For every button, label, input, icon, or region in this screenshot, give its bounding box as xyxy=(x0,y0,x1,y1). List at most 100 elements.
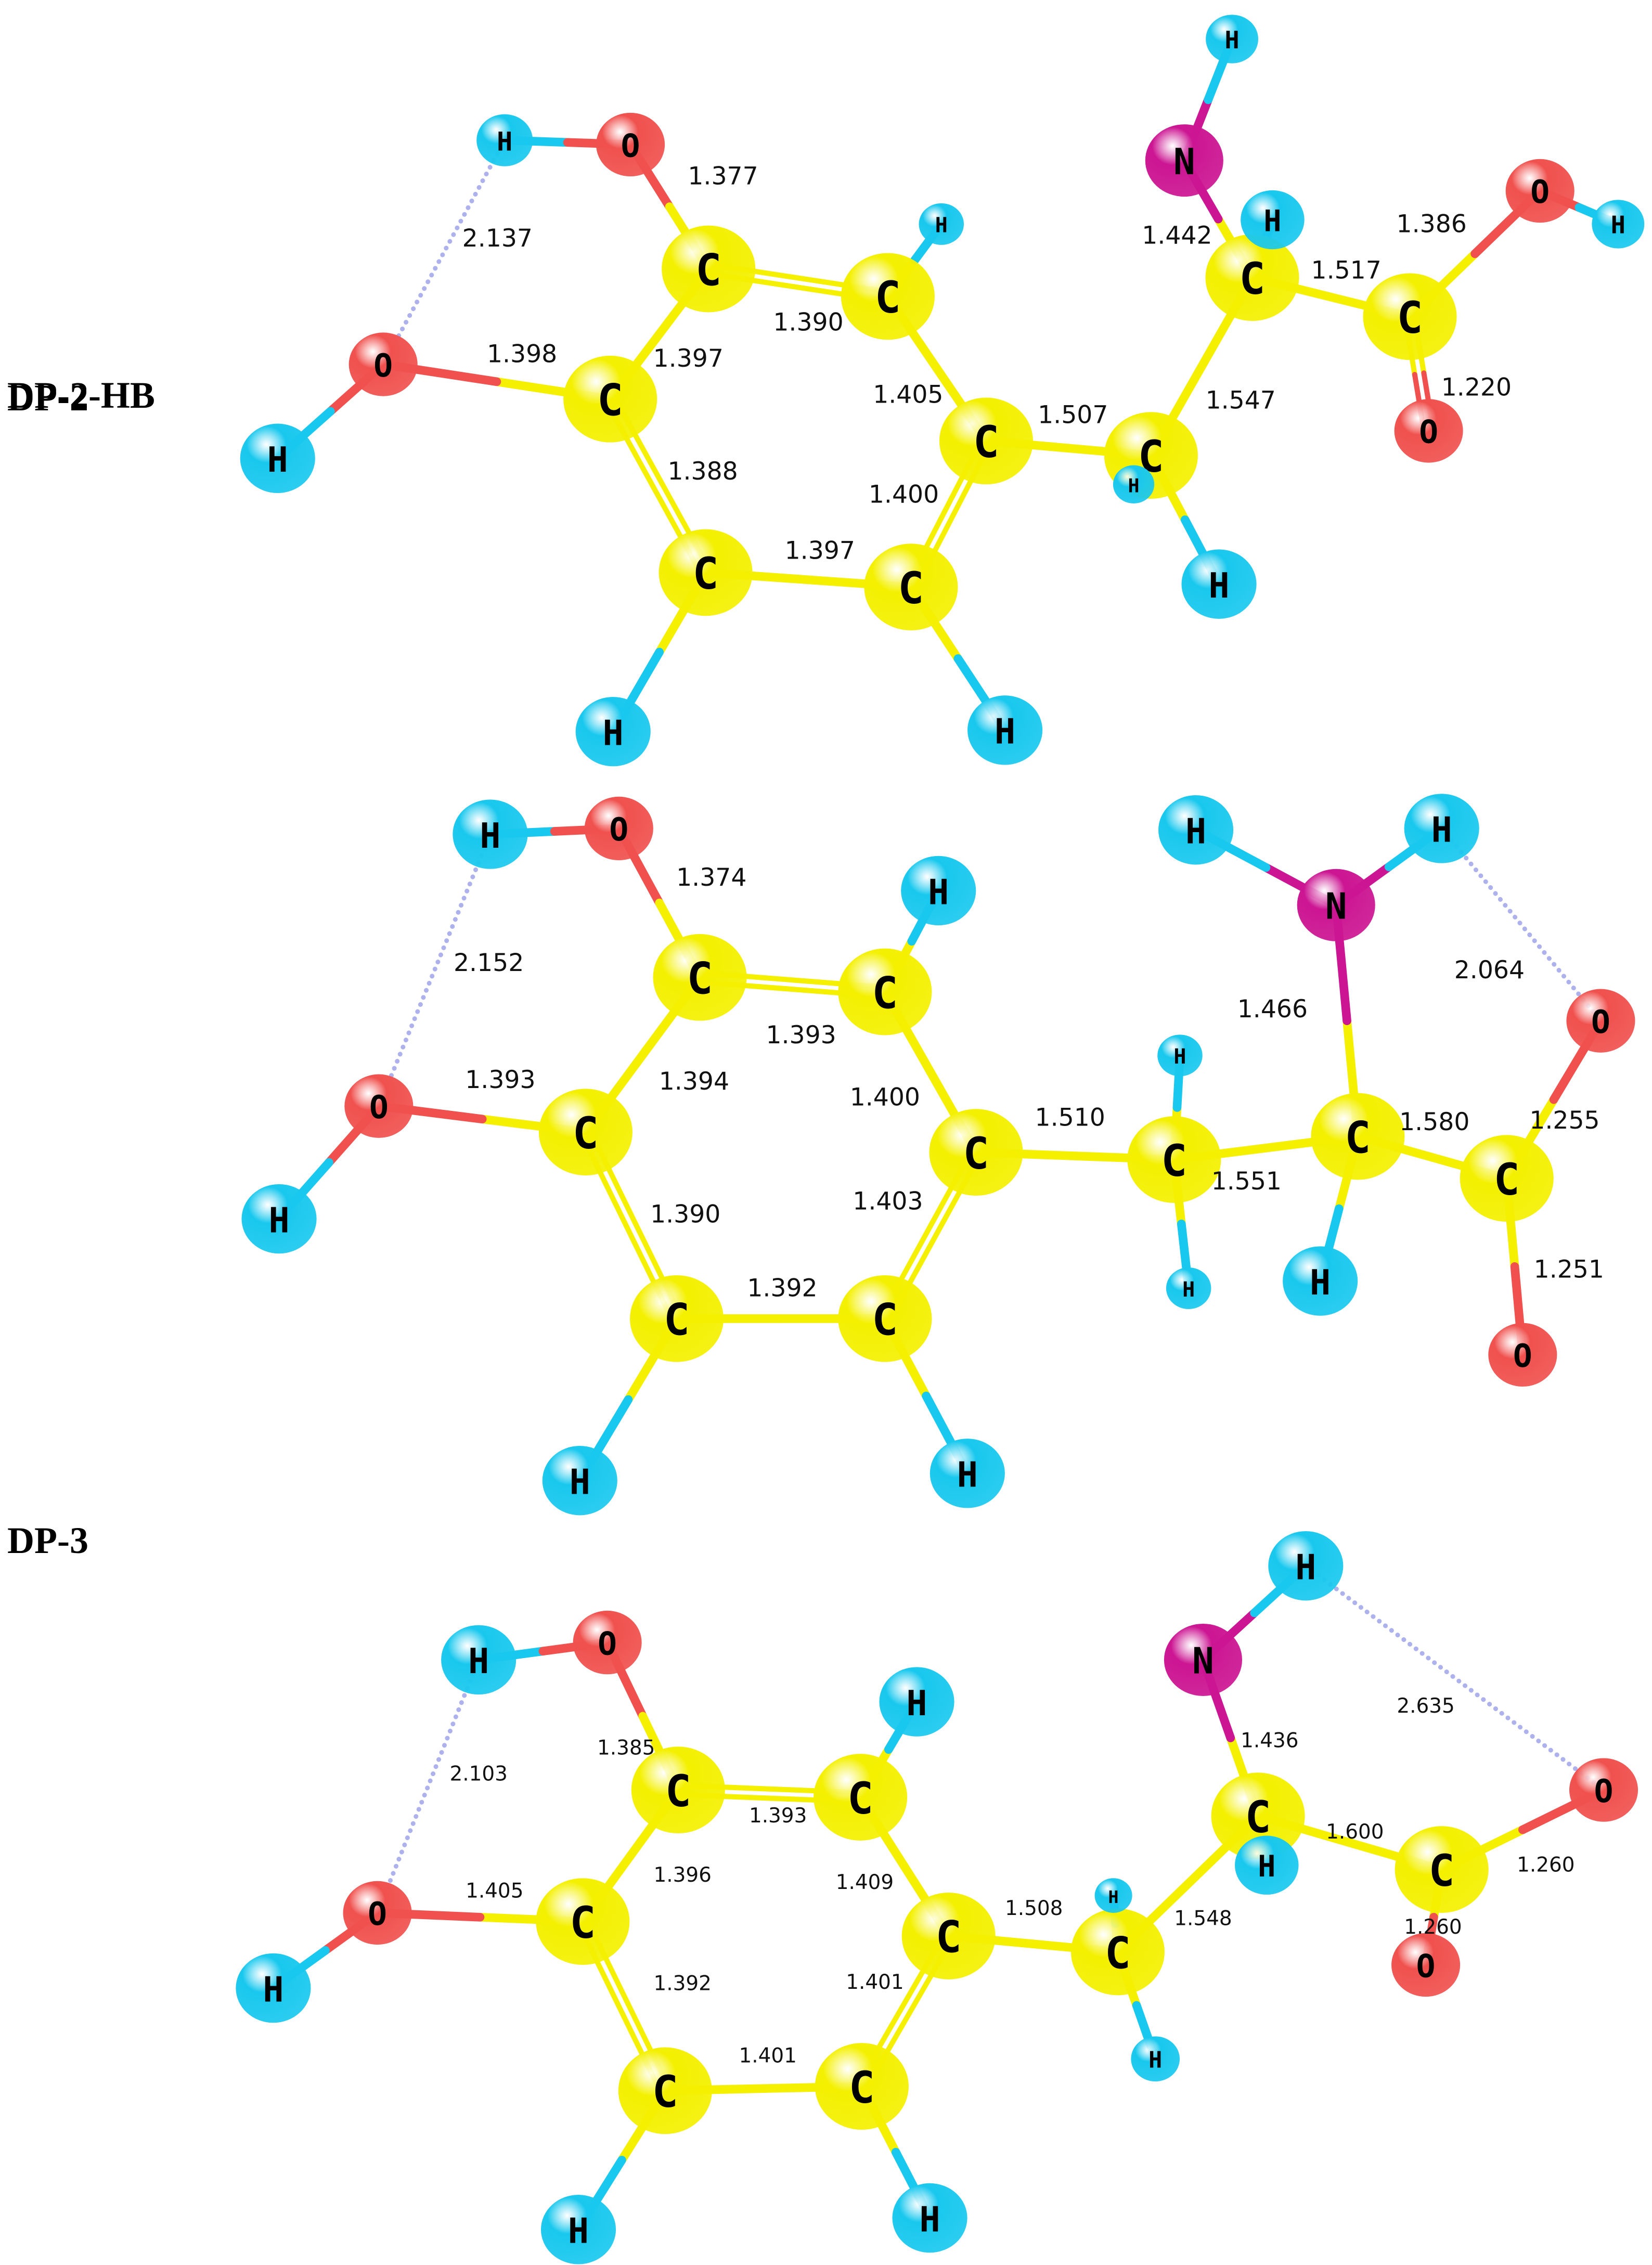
atom-hydrogen: H xyxy=(241,1184,317,1254)
atom-symbol: C xyxy=(665,1766,691,1817)
atom-symbol: O xyxy=(621,127,640,164)
atom-hydrogen: H xyxy=(1206,15,1259,63)
atom-symbol: C xyxy=(1105,1928,1131,1978)
atom-carbon: C xyxy=(1205,234,1299,321)
atom-sphere xyxy=(1394,399,1463,463)
atom-sphere xyxy=(967,695,1043,765)
atom-sphere xyxy=(240,423,315,493)
atom-symbol: H xyxy=(1148,2048,1162,2074)
atom-sphere xyxy=(1211,1772,1305,1860)
atom-symbol: H xyxy=(995,711,1015,752)
panel-label: DP-2-HB xyxy=(7,374,155,416)
atom-sphere xyxy=(939,397,1034,485)
atom-sphere xyxy=(1404,794,1479,863)
bond-length-label: 1.551 xyxy=(1211,1167,1282,1196)
bond-length-labels: 1.3771.3901.4051.4001.3971.3881.3971.398… xyxy=(462,162,1512,565)
atom-hydrogen: H xyxy=(240,423,315,493)
atom-hydrogen: H xyxy=(542,1446,617,1516)
atom-symbol: H xyxy=(480,816,500,856)
atom-sphere xyxy=(1158,795,1234,865)
atom-sphere xyxy=(1094,1878,1132,1913)
atom-sphere xyxy=(596,112,665,177)
atom-symbol: C xyxy=(849,2063,875,2113)
panel-label: DP-3 xyxy=(7,1520,88,1561)
atom-sphere xyxy=(1070,1908,1165,1996)
bond-length-label: 1.403 xyxy=(853,1187,923,1216)
bond-length-label: 1.377 xyxy=(688,162,758,191)
bond-length-label: 1.466 xyxy=(1237,995,1308,1024)
atom-oxygen: O xyxy=(1391,1933,1461,1997)
atom-symbol: C xyxy=(1161,1136,1187,1186)
atom-hydrogen: H xyxy=(1268,1531,1344,1601)
atom-symbol: H xyxy=(1310,1262,1331,1303)
atom-hydrogen: H xyxy=(1131,2036,1180,2082)
atom-symbol: O xyxy=(598,1625,617,1662)
atom-symbol: N xyxy=(1325,886,1347,928)
atom-sphere xyxy=(919,203,964,245)
atom-carbon: C xyxy=(536,1878,630,1965)
bond-length-label: 1.393 xyxy=(465,1066,535,1094)
atom-carbon: C xyxy=(939,397,1034,485)
atom-symbol: C xyxy=(687,954,713,1004)
hbond-length-label: 2.103 xyxy=(449,1763,507,1786)
bond-length-label: 1.510 xyxy=(1035,1103,1105,1132)
atom-sphere xyxy=(901,1893,996,1979)
atom-symbol: C xyxy=(1245,1792,1271,1843)
atom-carbon: C xyxy=(1460,1135,1554,1222)
atom-oxygen: O xyxy=(596,112,665,177)
hydrogen-bonds xyxy=(375,1563,1606,1915)
atom-symbol: H xyxy=(935,214,948,238)
bond-length-label: 1.220 xyxy=(1441,373,1512,402)
atom-sphere xyxy=(864,543,958,631)
atom-sphere xyxy=(1268,1531,1344,1601)
atom-symbol: H xyxy=(1258,1849,1275,1884)
atom-symbol: O xyxy=(368,1896,387,1933)
bond-length-label: 1.394 xyxy=(659,1067,729,1096)
atom-sphere xyxy=(1488,1323,1557,1387)
atom-sphere xyxy=(540,2195,616,2264)
atom-symbol: H xyxy=(263,1969,283,2010)
atom-symbol: H xyxy=(1225,27,1240,55)
atom-sphere xyxy=(1363,273,1457,360)
atom-sphere xyxy=(814,1754,908,1841)
atom-carbon: C xyxy=(563,355,657,443)
atom-sphere xyxy=(1566,989,1635,1053)
bond-length-label: 1.405 xyxy=(873,380,943,409)
atom-symbol: H xyxy=(1108,1887,1119,1907)
atom-hydrogen: H xyxy=(1241,190,1305,250)
atom-symbol: H xyxy=(1185,811,1206,852)
atom-symbol: C xyxy=(898,563,924,614)
atom-symbol: C xyxy=(1397,293,1423,343)
atom-symbol: H xyxy=(957,1455,978,1495)
atom-oxygen: O xyxy=(344,1074,414,1138)
atom-symbol: O xyxy=(1419,414,1438,451)
atom-carbon: C xyxy=(659,529,753,616)
bond-length-label: 1.393 xyxy=(749,1804,807,1828)
bond-length-label: 1.374 xyxy=(676,863,746,892)
atom-hydrogen: H xyxy=(919,203,964,245)
atom-sphere xyxy=(653,934,747,1021)
atom-oxygen: O xyxy=(1566,989,1635,1053)
bond-length-label: 1.400 xyxy=(869,480,939,509)
atom-symbol: H xyxy=(603,713,624,753)
atom-sphere xyxy=(538,1089,633,1176)
atom-symbol: H xyxy=(267,439,288,480)
atom-symbol: N xyxy=(1173,141,1195,183)
bond-length-label: 1.400 xyxy=(850,1083,920,1112)
atom-sphere xyxy=(1395,1826,1489,1913)
atom-nitrogen: N xyxy=(1145,124,1223,197)
atom-symbol: H xyxy=(1128,475,1139,497)
atom-carbon: C xyxy=(838,948,932,1036)
bond-length-label: 1.442 xyxy=(1142,222,1212,250)
atom-symbol: C xyxy=(936,1912,962,1963)
atom-symbol: O xyxy=(1591,1004,1610,1041)
bond-length-label: 1.507 xyxy=(1038,400,1108,429)
atom-hydrogen: H xyxy=(1113,465,1155,503)
atom-hydrogen: H xyxy=(1158,795,1234,865)
bond-length-label: 1.251 xyxy=(1534,1255,1604,1284)
atom-symbol: H xyxy=(919,2199,940,2240)
